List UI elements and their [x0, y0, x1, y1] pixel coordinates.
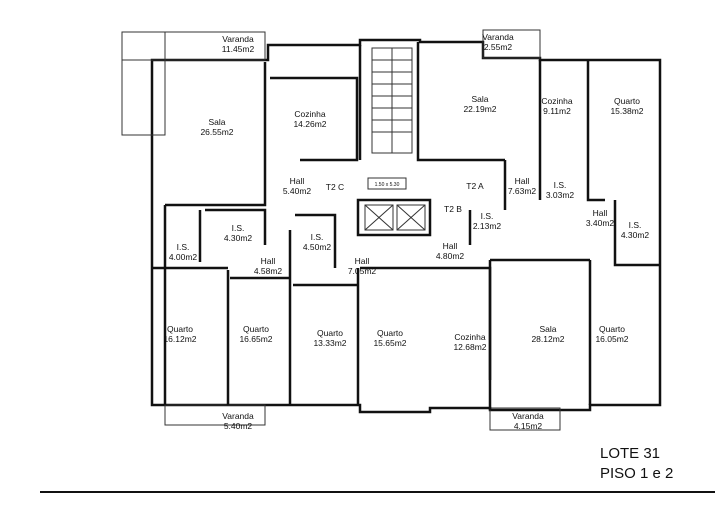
room-area: 11.45m2: [222, 44, 255, 54]
room-name: Quarto: [317, 328, 343, 338]
balcony-top-left-rail: [121, 31, 266, 61]
room-area: 4.30m2: [224, 233, 253, 243]
balcony-bottom-left: [164, 404, 266, 426]
room-area: 22.19m2: [463, 104, 496, 114]
room-area: 4.58m2: [254, 266, 283, 276]
room-area: 4.15m2: [514, 421, 543, 431]
room-name: I.S.: [232, 223, 245, 233]
room-area: 7.05m2: [348, 266, 377, 276]
room-area: 16.65m2: [239, 334, 272, 344]
room-area: 12.68m2: [453, 342, 486, 352]
balcony-top-right: [482, 29, 541, 59]
room-name: Sala: [471, 94, 488, 104]
exterior-wall: [150, 38, 662, 414]
room-name: Hall: [593, 208, 608, 218]
room-area: 14.26m2: [293, 119, 326, 129]
room-area: 15.65m2: [373, 338, 406, 348]
room-name: Varanda: [512, 411, 544, 421]
room-area: 28.12m2: [531, 334, 564, 344]
room-area: 3.40m2: [586, 218, 615, 228]
room-area: 9.11m2: [543, 106, 571, 116]
room-name: I.S.: [481, 211, 494, 221]
room-name: Cozinha: [454, 332, 485, 342]
room-name: Varanda: [222, 411, 254, 421]
stair-dimension: 1.50 x 5.30: [375, 182, 400, 188]
floor-label: PISO 1 e 2: [600, 465, 674, 482]
room-area: 2.55m2: [484, 42, 513, 52]
balcony-top-left: [121, 31, 166, 136]
balcony-bottom-right: [489, 407, 561, 431]
room-name: I.S.: [629, 220, 642, 230]
room-area: 16.12m2: [163, 334, 196, 344]
room-name: I.S.: [554, 180, 567, 190]
room-name: Quarto: [614, 96, 640, 106]
room-name: Hall: [443, 241, 458, 251]
room-name: Sala: [539, 324, 556, 334]
room-name: Hall: [355, 256, 370, 266]
footer-rule: [40, 491, 715, 493]
room-area: 15.38m2: [610, 106, 643, 116]
room-area: 5.40m2: [224, 421, 253, 431]
room-area: 7.63m2: [508, 186, 537, 196]
stair-dimension-box: [367, 177, 407, 190]
staircase: [371, 47, 413, 154]
room-area: 4.80m2: [436, 251, 465, 261]
room-name: Cozinha: [541, 96, 572, 106]
room-name: Hall: [515, 176, 530, 186]
room-name: Quarto: [377, 328, 403, 338]
room-name: Varanda: [222, 34, 254, 44]
room-name: Sala: [208, 117, 225, 127]
room-name: Hall: [290, 176, 305, 186]
interior-walls: [152, 42, 660, 410]
room-labels: Varanda11.45m2Sala26.55m2Cozinha14.26m2H…: [163, 32, 649, 431]
room-name: Hall: [261, 256, 276, 266]
room-area: 4.00m2: [169, 252, 198, 262]
room-name: Quarto: [243, 324, 269, 334]
room-name: Varanda: [482, 32, 514, 42]
elevators: [364, 204, 426, 231]
lot-label: LOTE 31: [600, 445, 661, 462]
room-area: 2.13m2: [473, 221, 502, 231]
room-area: 26.55m2: [200, 127, 233, 137]
room-area: 4.30m2: [621, 230, 650, 240]
room-name: T2 B: [444, 204, 462, 214]
room-name: Quarto: [599, 324, 625, 334]
room-area: 3.03m2: [546, 190, 575, 200]
room-name: T2 C: [326, 182, 344, 192]
room-name: I.S.: [177, 242, 190, 252]
room-area: 5.40m2: [283, 186, 312, 196]
room-name: I.S.: [311, 232, 324, 242]
room-area: 13.33m2: [313, 338, 346, 348]
room-name: Quarto: [167, 324, 193, 334]
room-name: T2 A: [466, 181, 484, 191]
room-name: Cozinha: [294, 109, 325, 119]
room-area: 16.05m2: [595, 334, 628, 344]
room-area: 4.50m2: [303, 242, 332, 252]
